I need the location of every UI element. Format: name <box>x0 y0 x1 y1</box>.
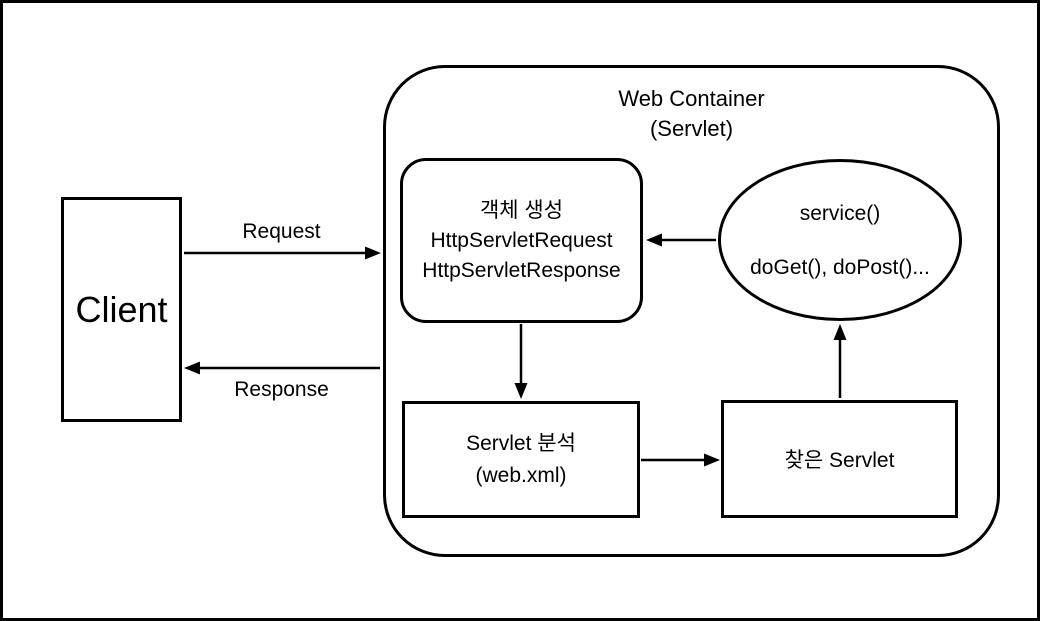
create-to-parse-arrow <box>514 324 528 399</box>
create-objects-line2: HttpServletRequest <box>430 228 613 252</box>
request-label: Request <box>242 220 321 243</box>
servlet-parse-line1: Servlet 분석 <box>466 431 576 455</box>
create-objects-line1: 객체 생성 <box>479 198 564 222</box>
service-ellipse: service() doGet(), doPost()... <box>718 159 962 321</box>
found-to-service-arrow <box>833 324 847 398</box>
create-objects-line3: HttpServletResponse <box>422 258 621 282</box>
parse-to-found-arrow <box>641 453 720 467</box>
service-ellipse-line1: service() <box>799 201 881 225</box>
client-label: Client <box>75 288 168 330</box>
servlet-parse-line2: (web.xml) <box>475 463 567 487</box>
web-container-title: Web Container (Servlet) <box>618 84 764 144</box>
found-servlet-box: 찾은 Servlet <box>721 400 958 518</box>
found-servlet-label: 찾은 Servlet <box>784 449 895 472</box>
client-box: Client <box>61 197 182 422</box>
web-container-title-line2: (Servlet) <box>649 116 734 141</box>
response-arrow <box>184 361 380 375</box>
create-objects-box: 객체 생성 HttpServletRequest HttpServletResp… <box>400 158 643 323</box>
service-to-create-arrow <box>646 233 716 247</box>
request-arrow <box>184 246 381 260</box>
servlet-parse-box: Servlet 분석 (web.xml) <box>402 401 640 518</box>
web-container-title-line1: Web Container <box>618 86 765 111</box>
response-label: Response <box>234 378 329 401</box>
service-ellipse-line2: doGet(), doPost()... <box>750 255 930 279</box>
